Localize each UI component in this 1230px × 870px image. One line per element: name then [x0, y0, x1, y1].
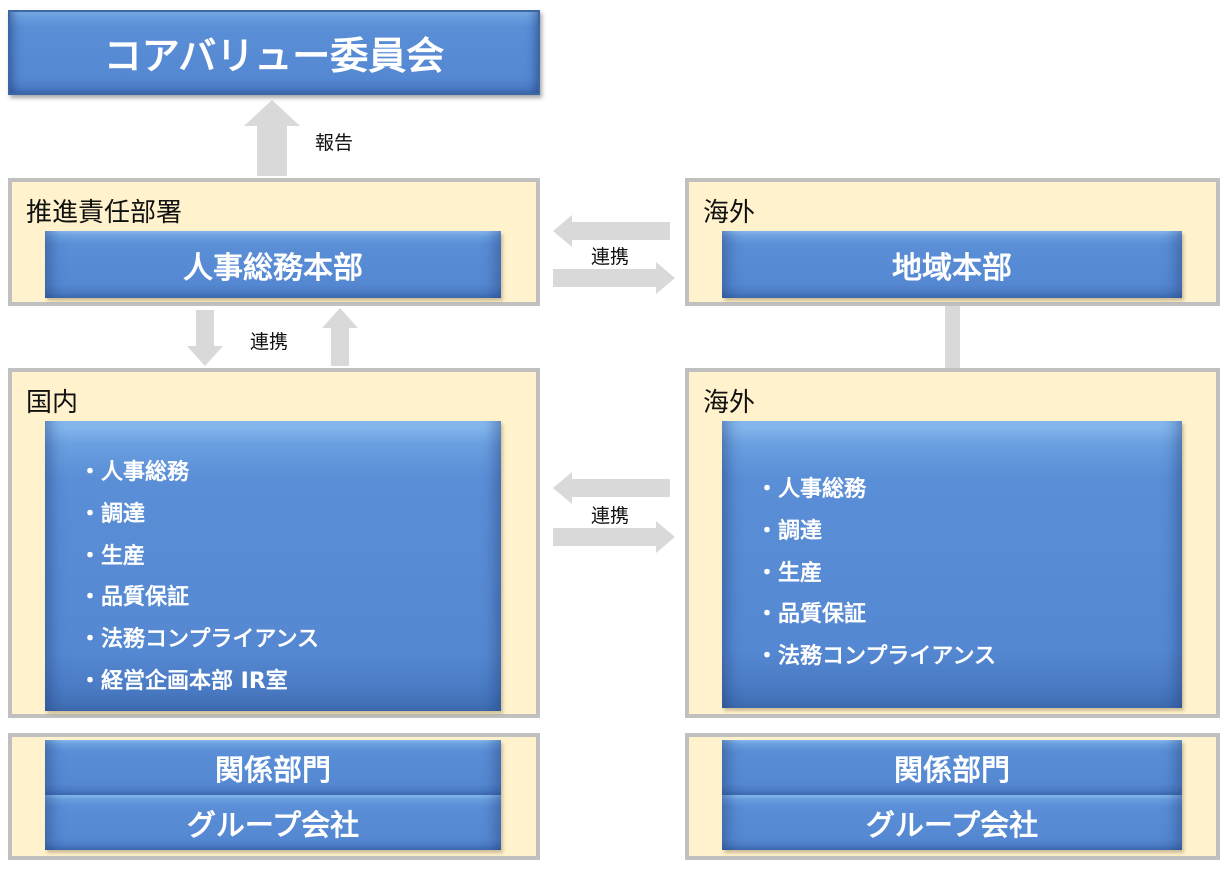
- group-company-box: グループ会社: [722, 795, 1182, 850]
- connector-line: [945, 306, 960, 370]
- list-item: ・調達: [79, 502, 146, 527]
- list-item: ・生産: [756, 561, 823, 586]
- overseas-hq-frame: 海外 地域本部: [685, 178, 1220, 306]
- domestic-frame: 国内 ・人事総務 ・調達 ・生産 ・品質保証 ・法務コンプライアンス ・経営企画…: [8, 368, 540, 718]
- list-item: ・経営企画本部 IR室: [79, 669, 288, 694]
- link-right-arrow-top: [553, 262, 675, 294]
- list-item: ・人事総務: [79, 460, 190, 485]
- list-item: ・生産: [79, 544, 146, 569]
- link-right-arrow-mid: [553, 521, 675, 553]
- overseas-dept-list: ・人事総務 ・調達 ・生産 ・品質保証 ・法務コンプライアンス: [722, 421, 1182, 708]
- responsible-dept-title: 推進責任部署: [26, 198, 183, 228]
- list-item: ・法務コンプライアンス: [756, 644, 997, 669]
- regional-hq-box: 地域本部: [722, 231, 1182, 298]
- link-up-arrow: [322, 308, 358, 366]
- report-up-arrow: [244, 100, 300, 176]
- list-item: ・人事総務: [756, 477, 867, 502]
- bottom-left-frame: 関係部門 グループ会社: [8, 733, 540, 860]
- list-item: ・品質保証: [79, 585, 190, 610]
- list-item: ・品質保証: [756, 602, 867, 627]
- overseas-hq-title: 海外: [703, 198, 756, 228]
- related-dept-box: 関係部門: [722, 740, 1182, 795]
- related-dept-box: 関係部門: [45, 740, 501, 795]
- link-left-arrow-mid: [553, 472, 670, 504]
- link-label-top: 連携: [591, 246, 630, 268]
- overseas-frame: 海外 ・人事総務 ・調達 ・生産 ・品質保証 ・法務コンプライアンス: [685, 368, 1220, 718]
- list-item: ・調達: [756, 519, 823, 544]
- report-label: 報告: [315, 132, 354, 154]
- link-down-arrow: [187, 310, 223, 366]
- list-item: ・法務コンプライアンス: [79, 627, 320, 652]
- bottom-right-frame: 関係部門 グループ会社: [685, 733, 1220, 860]
- overseas-title: 海外: [703, 388, 756, 418]
- link-left-arrow-top: [553, 215, 670, 247]
- link-label-mid: 連携: [591, 505, 630, 527]
- domestic-dept-list: ・人事総務 ・調達 ・生産 ・品質保証 ・法務コンプライアンス ・経営企画本部 …: [45, 421, 501, 711]
- responsible-dept-frame: 推進責任部署 人事総務本部: [8, 178, 540, 306]
- hr-general-affairs-box: 人事総務本部: [45, 231, 501, 298]
- link-label-vertical: 連携: [250, 331, 289, 353]
- core-value-committee-box: コアバリュー委員会: [8, 10, 540, 95]
- group-company-box: グループ会社: [45, 795, 501, 850]
- domestic-title: 国内: [26, 388, 79, 418]
